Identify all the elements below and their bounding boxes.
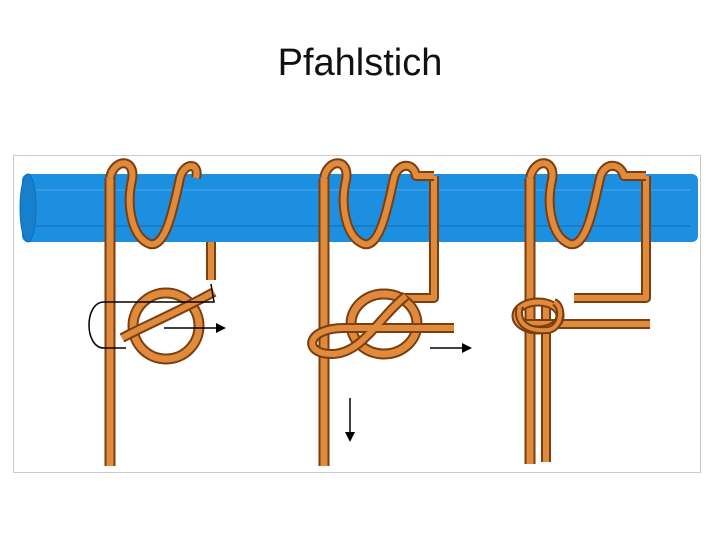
knot-diagram-svg bbox=[19, 158, 698, 466]
step-1-rope bbox=[104, 158, 217, 466]
slide-title: Pfahlstich bbox=[277, 42, 443, 84]
step-3-rope bbox=[511, 158, 651, 464]
step-2-rope bbox=[307, 158, 454, 466]
knot-diagram bbox=[13, 155, 701, 473]
step-1-guide bbox=[88, 283, 226, 349]
step-2-arrows bbox=[345, 343, 472, 442]
